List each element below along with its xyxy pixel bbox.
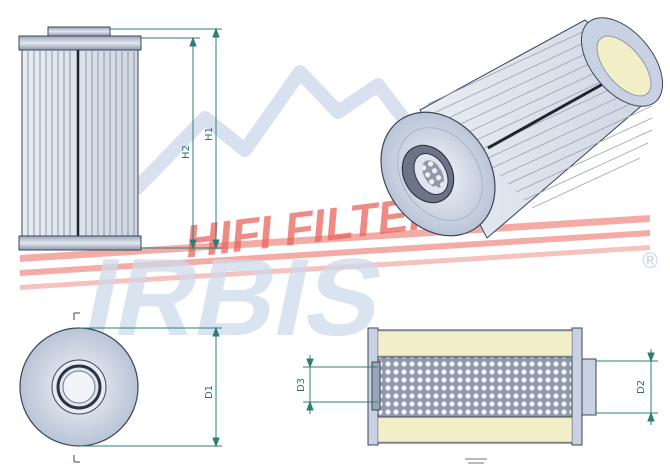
dimension-label-d3: D3	[296, 378, 307, 392]
dimension-label-d2: D2	[636, 380, 647, 394]
dimension-label-h2: H2	[181, 145, 192, 159]
front-view-top-cap	[18, 35, 142, 51]
section-media-bottom	[377, 416, 573, 443]
section-view	[367, 327, 597, 446]
section-view-caption-marks	[465, 458, 487, 464]
front-view-pleats	[27, 50, 135, 236]
section-media-top	[377, 330, 573, 357]
section-perforated-core	[377, 356, 573, 418]
watermark-brand-line2: IRBIS	[75, 235, 395, 359]
isometric-core	[422, 160, 444, 188]
front-view-pleat-body	[21, 49, 139, 237]
section-inlet-seal	[371, 361, 381, 411]
front-view-top-cap-neck	[47, 26, 111, 37]
d2-dimension	[596, 349, 658, 425]
isometric-view	[380, 17, 664, 239]
isometric-near-cap-rim	[397, 127, 483, 221]
height-dimensions	[110, 27, 222, 250]
section-outlet-neck	[581, 358, 597, 416]
watermark-registered-mark: ®	[642, 248, 658, 273]
isometric-far-cap-inner	[596, 35, 652, 97]
d3-dimension	[303, 355, 378, 414]
d1-dimension	[79, 326, 222, 448]
section-right-cap	[571, 327, 583, 446]
front-view-bottom-cap	[18, 235, 142, 251]
end-view-port-inner	[62, 370, 96, 404]
dimension-label-d1: D1	[204, 385, 215, 399]
front-view	[18, 26, 142, 251]
dimension-label-h1: H1	[204, 127, 215, 141]
